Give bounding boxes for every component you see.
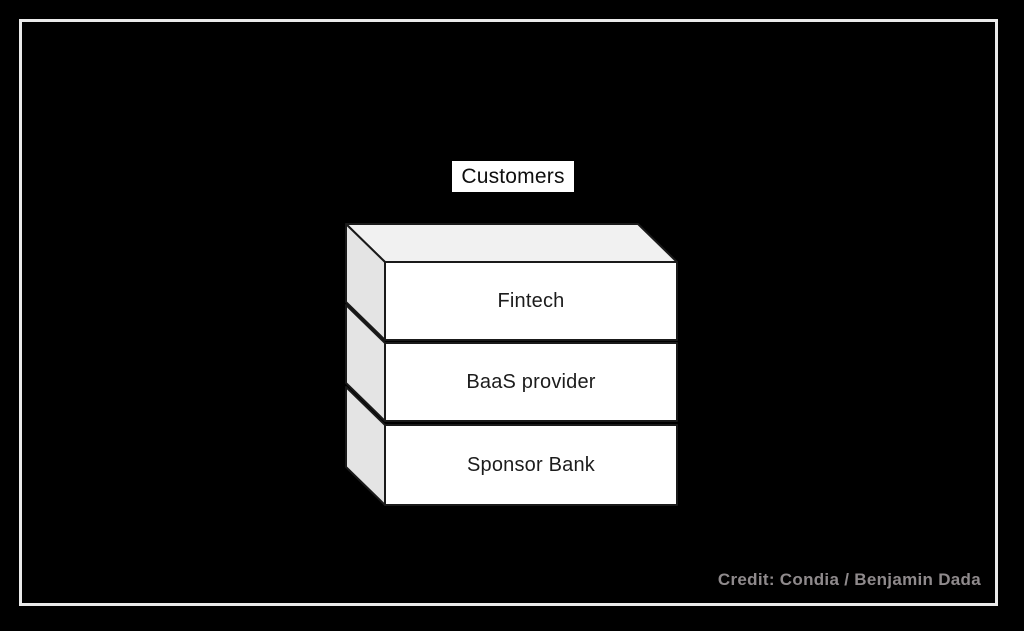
baas-front-face [384,342,678,422]
layer-label-baas-provider: BaaS provider [466,370,596,393]
credit-text: Credit: Condia / Benjamin Dada [717,570,981,589]
fintech-front-face [384,261,678,341]
sponsor-front-face [384,424,678,506]
stack-top-face [345,223,678,263]
customers-label: Customers [452,161,574,192]
layer-label-fintech: Fintech [497,289,565,312]
layer-label-sponsor-bank: Sponsor Bank [466,453,596,476]
